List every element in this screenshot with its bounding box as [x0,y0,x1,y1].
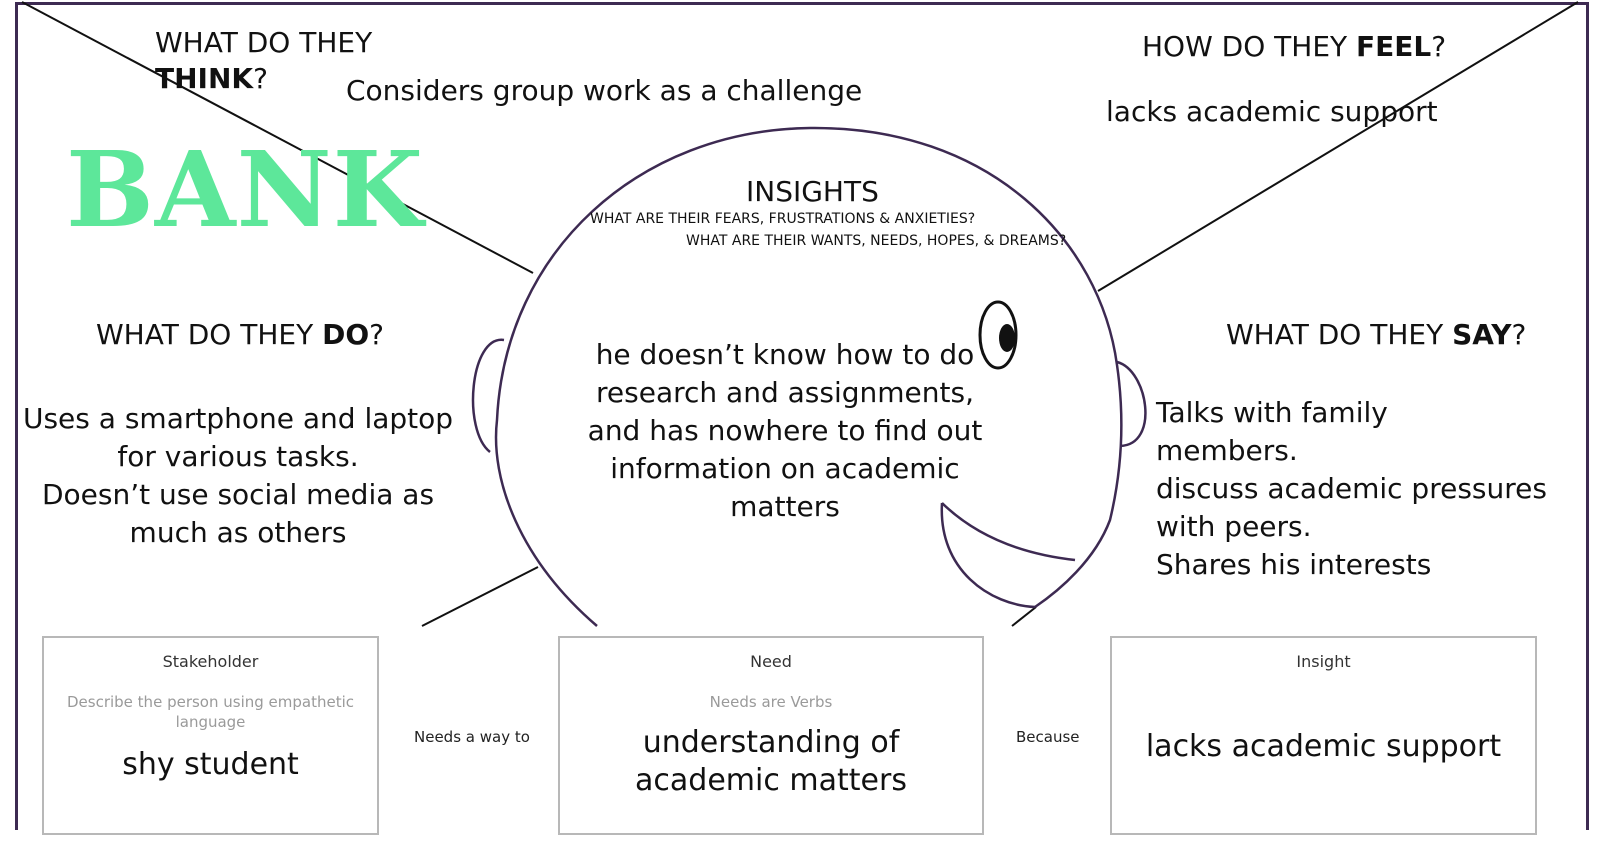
feel-content: lacks academic support [1106,95,1438,128]
connector-because: Because [1016,728,1080,746]
feel-heading: HOW DO THEY FEEL? [1142,30,1446,64]
insights-line: research and assignments, [596,376,974,409]
insights-question-wants: WHAT ARE THEIR WANTS, NEEDS, HOPES, & DR… [686,233,1067,249]
say-heading: WHAT DO THEY SAY? [1226,318,1526,352]
need-card-value: understanding of academic matters [560,724,982,800]
say-content: Talks with family members. discuss acade… [1156,394,1547,584]
insights-line: he doesn’t know how to do [595,338,975,371]
think-heading: WHAT DO THEY [155,26,372,60]
feel-heading-prefix: HOW DO THEY [1142,30,1348,63]
connector-needs-a-way-to: Needs a way to [414,728,530,746]
insight-card-value: lacks academic support [1145,729,1502,764]
insight-card-title: Insight [1296,652,1351,671]
need-card-value-line: academic matters [635,763,907,798]
say-heading-bold: SAY [1452,318,1512,351]
say-line: Shares his interests [1156,548,1432,581]
mouth [940,502,1076,609]
need-card-title: Need [750,652,792,671]
do-heading-suffix: ? [369,318,385,351]
do-heading: WHAT DO THEY DO? [96,318,384,352]
say-line: with peers. [1156,510,1312,543]
stakeholder-card-value: shy student [122,747,299,782]
think-heading-bold: THINK [155,62,254,95]
do-heading-prefix: WHAT DO THEY [96,318,314,351]
insights-title: INSIGHTS [746,175,879,208]
stakeholder-card: Stakeholder Describe the person using em… [42,636,379,835]
divider-line-bottom-left [421,566,539,627]
insights-question-fears: WHAT ARE THEIR FEARS, FRUSTRATIONS & ANX… [590,211,976,227]
do-heading-bold: DO [322,318,370,351]
bank-logo: BANK [66,128,425,251]
divider-line-top-right [1097,1,1579,292]
insights-content: he doesn’t know how to do research and a… [570,336,1000,526]
empathy-map-frame [15,2,1589,830]
say-heading-prefix: WHAT DO THEY [1226,318,1444,351]
do-content: Uses a smartphone and laptop for various… [18,400,458,552]
right-ear [1116,360,1147,448]
insights-line: and has nowhere to find out [587,414,983,447]
need-card-value-line: understanding of [642,725,900,760]
need-card: Need Needs are Verbs understanding of ac… [558,636,984,835]
think-content: Considers group work as a challenge [346,74,863,107]
divider-line-bottom-right [1011,606,1037,627]
say-heading-suffix: ? [1511,318,1527,351]
say-line: Talks with family [1156,396,1388,429]
stakeholder-card-hint: Describe the person using empathetic lan… [66,693,354,731]
stakeholder-card-title: Stakeholder [162,652,259,671]
left-ear [471,338,505,453]
think-heading-prefix: WHAT DO THEY [155,26,373,59]
insights-line: information on academic [610,452,960,485]
say-line: members. [1156,434,1298,467]
insight-card: Insight lacks academic support [1110,636,1537,835]
do-line: much as others [129,516,347,549]
say-line: discuss academic pressures [1156,472,1547,505]
need-card-hint: Needs are Verbs [709,693,833,711]
do-line: for various tasks. [117,440,359,473]
think-heading-line2: THINK? [155,62,268,96]
do-line: Doesn’t use social media as [41,478,435,511]
feel-heading-suffix: ? [1431,30,1447,63]
eye-pupil [999,324,1015,352]
divider-line-top-left [21,1,534,274]
feel-heading-bold: FEEL [1356,30,1432,63]
insights-line: matters [730,490,840,523]
head-outline [494,126,1123,627]
think-heading-suffix: ? [253,62,268,95]
do-line: Uses a smartphone and laptop [22,402,454,435]
